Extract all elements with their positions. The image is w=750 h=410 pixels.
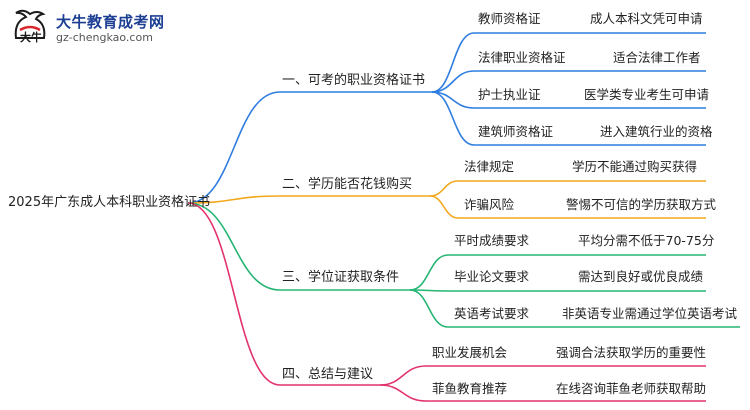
logo-mark-text: 大牛	[20, 30, 42, 44]
branch-3-label: 三、学位证获取条件	[282, 270, 400, 285]
branch-2-connector	[187, 195, 430, 204]
branch-1-item-2-connector	[431, 70, 706, 93]
branch-2-item-2-connector	[429, 195, 706, 219]
branch-1-item-1-label: 教师资格证	[478, 11, 541, 26]
branch-1-connector	[187, 91, 432, 204]
branch-1-label: 一、可考的职业资格证书	[282, 73, 426, 88]
site-name: 大牛教育成考网	[56, 13, 165, 31]
branch-4-label: 四、总结与建议	[282, 367, 374, 382]
branch-1-item-4-label: 建筑师资格证	[478, 124, 554, 139]
branch-1-item-3-value: 医学类专业考生可申请	[584, 87, 710, 102]
branch-3-item-2-value: 需达到良好或优良成绩	[578, 269, 704, 284]
branch-1-item-1-connector	[431, 32, 706, 93]
site-logo: 大牛 大牛教育成考网 gz-chengkao.com	[10, 6, 210, 52]
branch-4-item-2-value: 在线咨询菲鱼老师获取帮助	[556, 381, 707, 396]
branch-3-item-3-connector	[409, 289, 740, 328]
branch-3-item-3-value: 非英语专业需通过学位英语考试	[562, 306, 738, 321]
branch-3-item-1-value: 平均分需不低于70-75分	[578, 233, 715, 248]
branch-3-item-3-label: 英语考试要求	[454, 306, 530, 321]
branch-2-label: 二、学历能否花钱购买	[282, 177, 413, 192]
branch-2-item-1-connector	[429, 180, 706, 197]
branch-2-item-2-value: 警惕不可信的学历获取方式	[566, 197, 717, 212]
branch-2-item-2-label: 诈骗风险	[464, 197, 515, 212]
branch-3-item-1-label: 平时成绩要求	[454, 233, 530, 248]
branch-2-item-1-label: 法律规定	[464, 159, 515, 174]
site-url: gz-chengkao.com	[56, 31, 153, 44]
branch-1-item-2-value: 适合法律工作者	[613, 50, 701, 65]
branch-1-item-3-connector	[431, 91, 706, 109]
branch-3-connector	[187, 202, 410, 291]
root-topic: 2025年广东成人本科职业资格证书	[8, 195, 211, 210]
branch-4-item-2-connector	[379, 384, 706, 402]
branch-3-item-1-connector	[409, 254, 706, 291]
branch-3-item-2-label: 毕业论文要求	[454, 269, 530, 284]
branch-1-item-1-value: 成人本科文凭可申请	[590, 11, 703, 26]
branch-4-item-1-label: 职业发展机会	[432, 345, 508, 360]
branch-4-connector	[187, 202, 380, 386]
branch-1-item-3-label: 护士执业证	[478, 87, 541, 102]
branch-1-item-4-connector	[431, 91, 706, 146]
branch-2-item-1-value: 学历不能通过购买获得	[572, 159, 698, 174]
bull-logo-icon: 大牛	[14, 9, 46, 44]
branch-1-item-2-label: 法律职业资格证	[478, 50, 566, 65]
branch-4-item-1-value: 强调合法获取学历的重要性	[556, 345, 707, 360]
branch-3-item-2-connector	[409, 289, 706, 292]
branch-4-item-2-label: 菲鱼教育推荐	[432, 381, 508, 396]
branch-1-item-4-value: 进入建筑行业的资格	[600, 124, 713, 139]
branch-4-item-1-connector	[379, 365, 706, 386]
